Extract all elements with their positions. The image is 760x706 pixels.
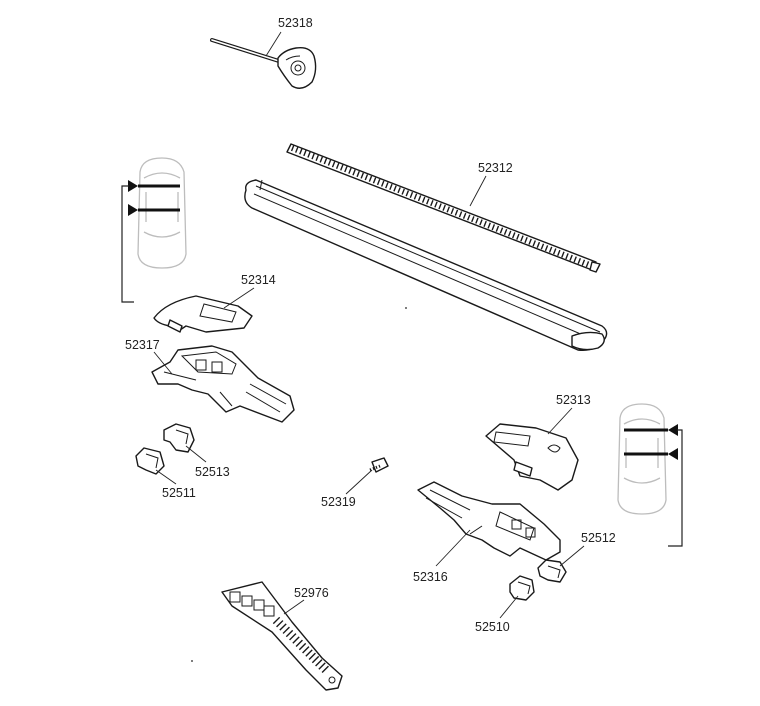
tool-52318 xyxy=(210,38,317,89)
leader-52319 xyxy=(345,469,373,495)
label-52976: 52976 xyxy=(294,586,329,600)
bracket-left xyxy=(121,185,134,303)
leader-52512 xyxy=(559,545,585,567)
label-52316: 52316 xyxy=(413,570,448,584)
arrow-front-right-icon xyxy=(668,424,678,436)
strap-52976 xyxy=(221,581,343,691)
arrow-rear-icon xyxy=(128,204,138,216)
arrow-rear-right-icon xyxy=(668,448,678,460)
foot-52317 xyxy=(151,345,295,423)
leader-52510 xyxy=(499,595,519,619)
leader-52314 xyxy=(223,287,255,309)
endcap-52314 xyxy=(153,295,253,333)
bracket-right xyxy=(668,429,683,547)
clamp-52510 xyxy=(509,575,535,601)
arrow-front-icon xyxy=(128,180,138,192)
foot-52316 xyxy=(417,481,561,561)
leader-52313 xyxy=(547,407,573,435)
label-52313: 52313 xyxy=(556,393,591,407)
leader-52312 xyxy=(469,175,487,207)
label-52314: 52314 xyxy=(241,273,276,287)
screw-52319 xyxy=(369,457,389,473)
label-52317: 52317 xyxy=(125,338,160,352)
bracket-52511 xyxy=(135,447,165,475)
label-52511: 52511 xyxy=(162,486,196,500)
leader-52976 xyxy=(283,599,305,615)
label-52513: 52513 xyxy=(195,465,230,479)
label-52510: 52510 xyxy=(475,620,510,634)
leader-52317 xyxy=(153,351,173,375)
label-52312: 52312 xyxy=(478,161,513,175)
endcap-52313 xyxy=(485,423,579,491)
car-top-view-left xyxy=(128,157,187,269)
label-52512: 52512 xyxy=(581,531,616,545)
leader-52511 xyxy=(155,469,177,485)
label-52318: 52318 xyxy=(278,16,313,30)
wing-bar xyxy=(244,179,608,351)
leader-52316 xyxy=(435,529,471,567)
car-top-view-right xyxy=(617,403,678,515)
leader-52513 xyxy=(185,445,207,463)
clamp-52513 xyxy=(163,423,195,453)
strip-52312 xyxy=(286,143,601,273)
leader-52318 xyxy=(265,31,282,57)
label-52319: 52319 xyxy=(321,495,356,509)
bracket-52512 xyxy=(537,559,567,583)
